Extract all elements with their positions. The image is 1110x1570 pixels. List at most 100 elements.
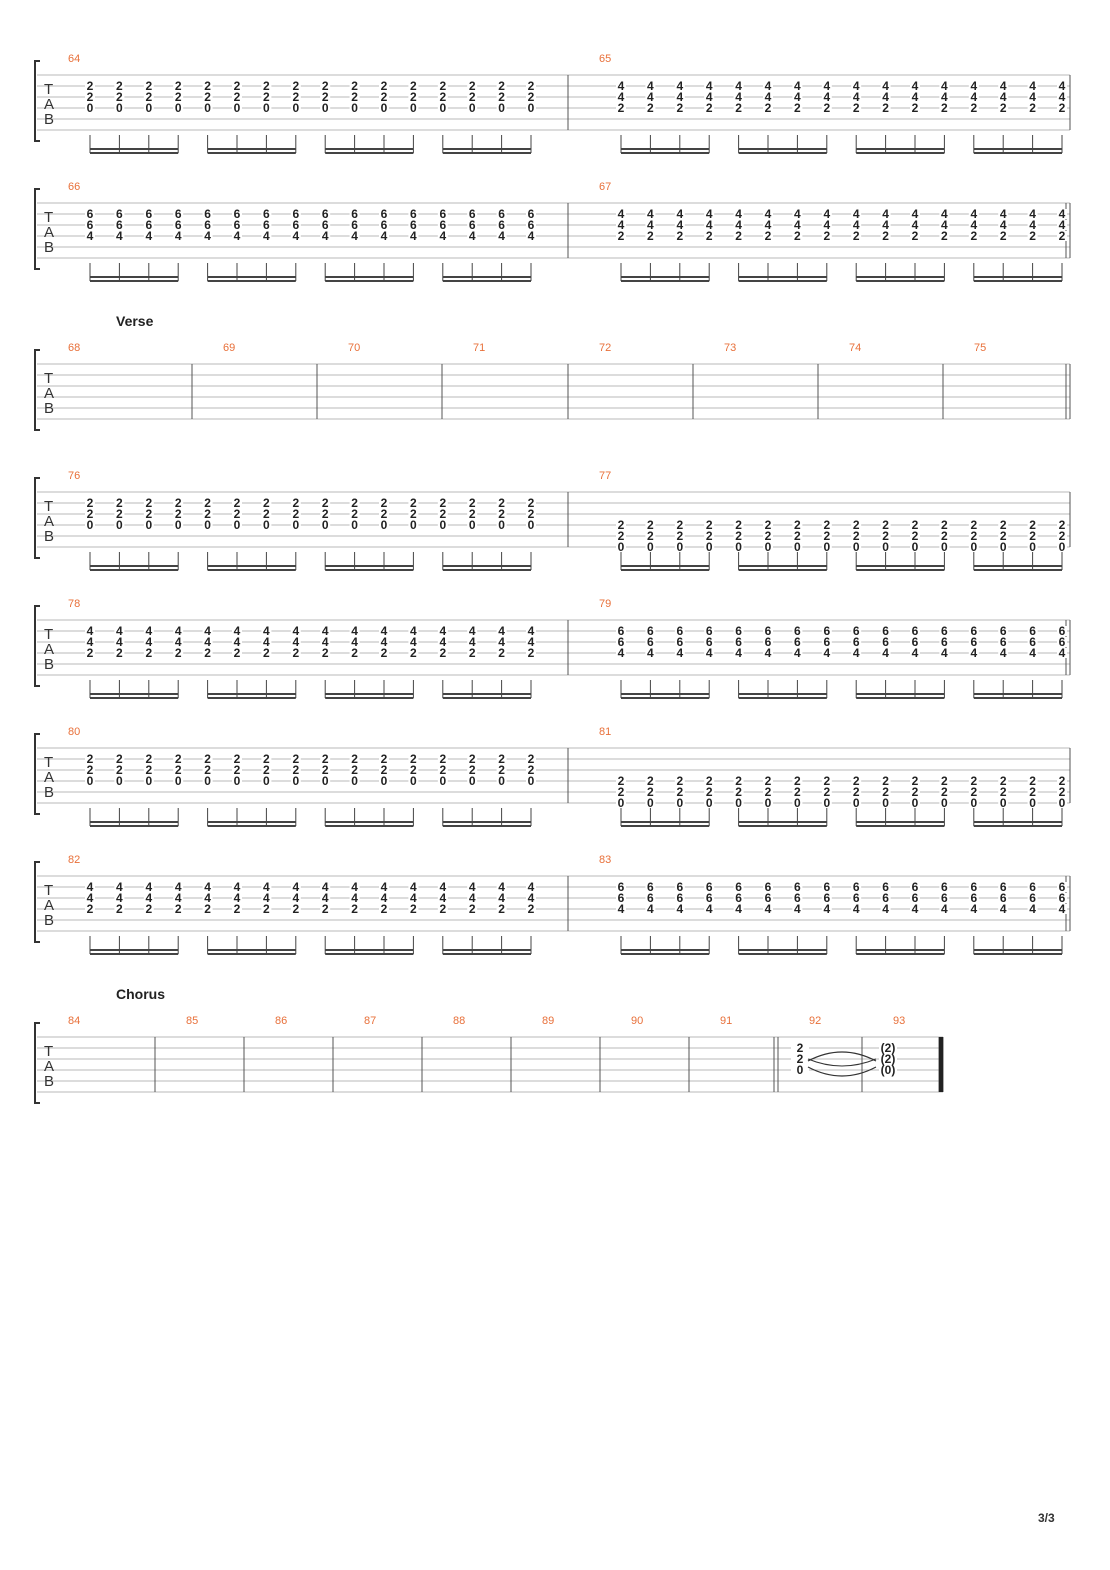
- fret-number: 6: [204, 207, 211, 221]
- fret-mask: [763, 776, 773, 786]
- fret-mask: [173, 509, 184, 519]
- fret-number: 6: [823, 635, 830, 649]
- fret-number: 2: [175, 763, 182, 777]
- fret-number: 2: [823, 101, 830, 115]
- fret-number: 6: [410, 207, 417, 221]
- fret-mask: [1057, 648, 1067, 658]
- fret-number: 2: [676, 774, 683, 788]
- fret-number: 2: [941, 518, 948, 532]
- fret-mask: [290, 882, 301, 892]
- fret-mask: [379, 765, 389, 775]
- fret-number: 2: [292, 752, 299, 766]
- tab-clef-t: T: [44, 209, 53, 226]
- fret-number: 6: [706, 891, 713, 905]
- fret-number: 2: [381, 79, 388, 93]
- fret-number: 0: [765, 540, 772, 554]
- tab-clef-t: T: [44, 754, 53, 771]
- fret-mask: [674, 81, 685, 91]
- fret-mask: [998, 81, 1009, 91]
- fret-mask: [704, 531, 715, 541]
- fret-number: 4: [706, 207, 713, 221]
- fret-mask: [467, 103, 478, 113]
- fret-number: 0: [322, 774, 329, 788]
- fret-number: 2: [912, 229, 919, 243]
- fret-number: 4: [647, 902, 654, 916]
- fret-number: 6: [498, 218, 505, 232]
- fret-number: 0: [498, 101, 505, 115]
- fret-number: 2: [676, 529, 683, 543]
- fret-number: 2: [234, 90, 241, 104]
- fret-number: 6: [618, 880, 625, 894]
- fret-number: (0): [881, 1063, 896, 1077]
- fret-number: 6: [912, 891, 919, 905]
- fret-number: 4: [706, 902, 713, 916]
- fret-mask: [939, 787, 950, 797]
- fret-mask: [763, 92, 773, 102]
- fret-number: 2: [116, 79, 123, 93]
- fret-number: 6: [145, 207, 152, 221]
- fret-number: 2: [410, 79, 417, 93]
- fret-number: 2: [618, 229, 625, 243]
- fret-number: 4: [1000, 646, 1007, 660]
- measure-number: 90: [631, 1015, 643, 1027]
- fret-mask: [910, 648, 920, 658]
- fret-mask: [880, 220, 891, 230]
- fret-mask: [379, 231, 389, 241]
- fret-number: 2: [647, 518, 654, 532]
- fret-mask: [821, 81, 832, 91]
- fret-mask: [998, 531, 1009, 541]
- fret-mask: [114, 904, 125, 914]
- page-number: 3/3: [1038, 1511, 1055, 1525]
- fret-mask: [733, 103, 744, 113]
- fret-number: 2: [1029, 518, 1036, 532]
- fret-number: 4: [735, 207, 742, 221]
- fret-mask: [616, 882, 626, 892]
- fret-mask: [202, 776, 213, 786]
- fret-number: 0: [498, 774, 505, 788]
- fret-mask: [910, 776, 920, 786]
- fret-mask: [821, 231, 832, 241]
- fret-number: 4: [941, 79, 948, 93]
- fret-mask: [910, 81, 920, 91]
- fret-number: 6: [381, 207, 388, 221]
- fret-number: 2: [1029, 229, 1036, 243]
- fret-mask: [379, 92, 389, 102]
- fret-mask: [261, 776, 272, 786]
- fret-number: 2: [882, 229, 889, 243]
- fret-number: 4: [676, 207, 683, 221]
- fret-mask: [968, 81, 979, 91]
- fret-mask: [437, 231, 448, 241]
- fret-mask: [320, 754, 331, 764]
- fret-mask: [173, 626, 184, 636]
- fret-number: 6: [853, 624, 860, 638]
- measure-number: 88: [453, 1015, 465, 1027]
- fret-number: 2: [941, 774, 948, 788]
- tab-clef-t: T: [44, 1043, 53, 1060]
- fret-number: 4: [735, 90, 742, 104]
- fret-mask: [408, 498, 419, 508]
- fret-mask: [733, 531, 744, 541]
- fret-mask: [821, 209, 832, 219]
- fret-mask: [704, 81, 715, 91]
- fret-mask: [85, 626, 95, 636]
- fret-number: 6: [941, 891, 948, 905]
- fret-mask: [792, 103, 803, 113]
- fret-mask: [143, 209, 154, 219]
- fret-number: 4: [912, 207, 919, 221]
- fret-number: 6: [765, 624, 772, 638]
- fret-mask: [526, 498, 536, 508]
- fret-mask: [114, 882, 125, 892]
- fret-mask: [763, 220, 773, 230]
- measure-number: 85: [186, 1015, 198, 1027]
- fret-number: 6: [469, 218, 476, 232]
- fret-mask: [704, 103, 715, 113]
- fret-mask: [880, 882, 891, 892]
- fret-mask: [763, 893, 773, 903]
- system-bracket: [34, 733, 40, 815]
- fret-mask: [880, 904, 891, 914]
- fret-mask: [202, 893, 213, 903]
- fret-number: 0: [647, 540, 654, 554]
- measure-number: 87: [364, 1015, 376, 1027]
- fret-number: 2: [797, 1041, 804, 1055]
- fret-number: 2: [912, 101, 919, 115]
